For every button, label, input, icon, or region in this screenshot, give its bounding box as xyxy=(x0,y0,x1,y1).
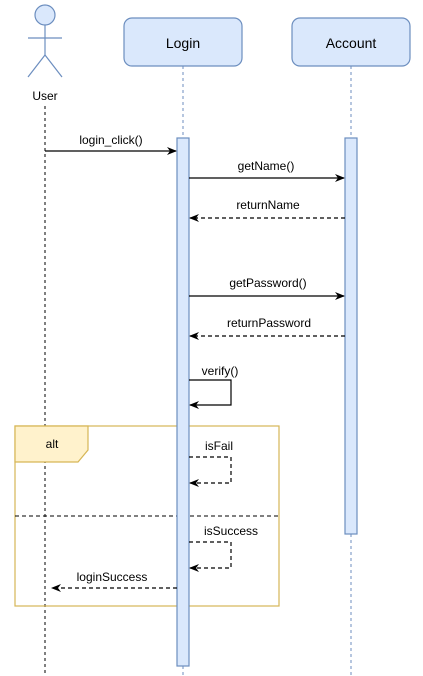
account-participant-label: Account xyxy=(326,35,377,51)
is-fail-label: isFail xyxy=(205,439,233,453)
return-password-label: returnPassword xyxy=(227,316,311,330)
account-activation-bar xyxy=(344,137,358,535)
user-actor-label: User xyxy=(32,89,57,103)
is-success-label: isSuccess xyxy=(204,524,258,538)
login-success-label: loginSuccess xyxy=(77,570,148,584)
alt-fragment-label: alt xyxy=(46,437,59,451)
user-actor[interactable] xyxy=(27,4,63,78)
verify-label: verify() xyxy=(202,364,239,378)
alt-fragment-tab xyxy=(14,425,89,463)
return-name-label: returnName xyxy=(236,198,300,212)
login-participant-label: Login xyxy=(166,35,200,51)
is-success-arrow xyxy=(189,541,232,572)
verify-arrow xyxy=(189,379,232,409)
is-fail-arrow xyxy=(189,456,232,487)
login-activation-bar xyxy=(176,137,190,667)
get-name-label: getName() xyxy=(238,159,295,173)
get-password-label: getPassword() xyxy=(229,276,306,290)
login-click-label: login_click() xyxy=(79,133,142,147)
